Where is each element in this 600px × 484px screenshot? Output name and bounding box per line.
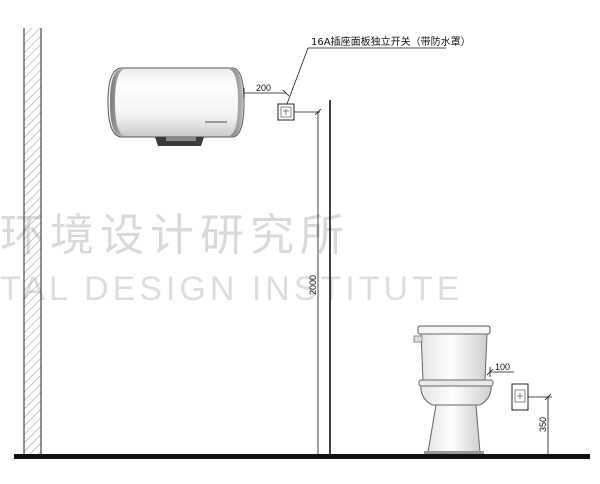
dim-toilet-socket: 100	[486, 362, 514, 377]
water-heater-icon	[107, 67, 245, 146]
waterproof-socket-icon	[277, 103, 295, 121]
watermark: 环境设计研究所 TAL DESIGN INSTITUTE	[0, 210, 463, 308]
dim-heater-socket: 200	[243, 83, 290, 98]
watermark-en: TAL DESIGN INSTITUTE	[0, 270, 463, 308]
low-socket-icon	[511, 383, 529, 411]
dim-label-350: 350	[538, 417, 548, 432]
watermark-cn: 环境设计研究所	[0, 210, 350, 261]
dim-label-100: 100	[495, 362, 510, 372]
dim-socket-height: 2000	[294, 108, 322, 454]
left-wall	[23, 28, 42, 454]
toilet-icon	[413, 325, 494, 454]
dim-low-socket-height: 350	[528, 393, 552, 454]
dim-label-2000: 2000	[308, 275, 318, 295]
socket-note: 16A插座面板独立开关（带防水罩）	[286, 35, 471, 105]
floor-line	[14, 454, 590, 459]
dim-label-200: 200	[256, 83, 271, 93]
socket-note-label: 16A插座面板独立开关（带防水罩）	[311, 35, 471, 48]
